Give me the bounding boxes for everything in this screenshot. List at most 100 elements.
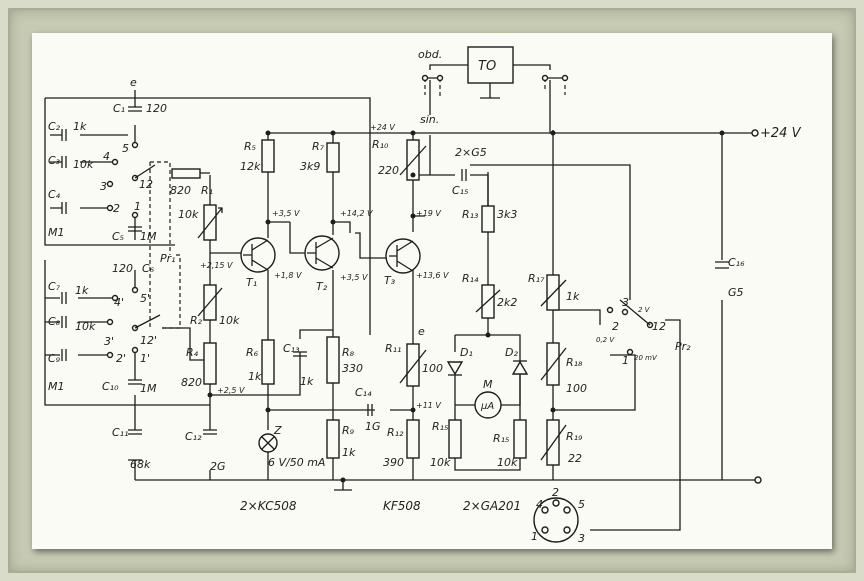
c11-value: 68k <box>130 458 151 471</box>
lamp-value: 6 V/50 mA <box>268 456 325 469</box>
transistor-t1 <box>240 237 276 273</box>
pr2-range-2v: 2 V <box>638 306 651 314</box>
pr2-contact-12: 12 <box>652 320 666 333</box>
c3-value: 10k <box>73 158 94 171</box>
r19-value: 22 <box>568 452 582 465</box>
r6-value: 1k <box>248 370 262 383</box>
r9-label: R₉ <box>342 424 355 437</box>
switch-contact-2p: 2' <box>116 352 126 365</box>
r4-label: R₄ <box>186 346 199 359</box>
r18-value: 100 <box>566 382 587 395</box>
r820-value: 820 <box>170 184 191 197</box>
voltage-8: +2,5 V <box>217 386 245 395</box>
diode-d1-label: D₁ <box>460 346 473 359</box>
footer-diodes: 2×GA201 <box>463 499 521 513</box>
obd-label: obd. <box>418 48 442 61</box>
switch-contact-2: 2 <box>113 202 120 215</box>
pr2-contact-3: 3 <box>622 296 629 309</box>
voltage-3: +14,2 V <box>340 209 373 218</box>
switch-contact-4: 4 <box>103 150 110 163</box>
footer-kf508: KF508 <box>383 499 421 513</box>
meter-unit: μA <box>480 401 494 412</box>
switch-contact-1: 1 <box>134 200 141 213</box>
c1-label: C₁ <box>113 102 125 115</box>
voltage-6: +13,6 V <box>416 271 449 280</box>
r6-label: R₆ <box>246 346 259 359</box>
r10-label: R₁₀ <box>372 138 389 151</box>
switch-contact-3p: 3' <box>104 335 114 348</box>
resistor-r4 <box>203 342 217 385</box>
t3-label: T₃ <box>384 274 396 287</box>
resistor-r5 <box>261 139 275 173</box>
schematic-sheet <box>32 33 832 549</box>
switch-contact-5p: 5' <box>140 292 150 305</box>
switch-contact-5: 5 <box>122 142 129 155</box>
supply-label: +24 V <box>760 126 802 141</box>
resistor-r13 <box>481 205 495 233</box>
r12-label: R₁₂ <box>387 426 404 439</box>
c7-label: C₇ <box>48 280 61 293</box>
r1-label: R₁ <box>201 184 213 197</box>
rail-label: +24 V <box>370 123 395 132</box>
voltage-1: +3,5 V <box>272 209 300 218</box>
resistor-r15b <box>513 419 527 459</box>
transistor-t3 <box>385 238 421 274</box>
node-e-bottom: e <box>418 325 425 338</box>
r15a-label: R₁₅ <box>432 420 448 433</box>
r15b-value: 10k <box>497 456 518 469</box>
r10-value: 220 <box>378 164 399 177</box>
r14-label: R₁₄ <box>462 272 479 285</box>
t1-label: T₁ <box>246 276 257 289</box>
microammeter <box>474 391 502 419</box>
connector-pin-5: 5 <box>578 498 585 511</box>
r5-label: R₅ <box>244 140 256 153</box>
c3-label: C₃ <box>48 154 61 167</box>
r2-value: 10k <box>219 314 240 327</box>
r7-value: 3k9 <box>300 160 320 173</box>
c10-value: 1M <box>140 382 157 395</box>
resistor-r9 <box>326 419 340 459</box>
resistor-r7 <box>326 142 340 173</box>
pr2-range-20mv: 20 mV <box>634 354 658 362</box>
r14-value: 2k2 <box>497 296 517 309</box>
resistor-r15a <box>448 419 462 459</box>
resistor-820 <box>171 168 201 179</box>
c6-label: C₆ <box>142 262 155 275</box>
c2-label: C₂ <box>48 120 61 133</box>
pr2-range-02v: 0,2 V <box>596 336 615 344</box>
c9-label: C₉ <box>48 352 61 365</box>
c11-label: C₁₁ <box>112 426 129 439</box>
c10-label: C₁₀ <box>102 380 119 393</box>
c14-value: 1G <box>365 420 381 433</box>
switch-contact-3: 3 <box>100 180 107 193</box>
pr2-contact-2: 2 <box>612 320 619 333</box>
r17-label: R₁₇ <box>528 272 545 285</box>
c9-value: M1 <box>48 380 65 393</box>
r12-value: 390 <box>383 456 404 469</box>
connector-pin-2: 2 <box>552 486 559 499</box>
node-e-top: e <box>130 76 137 89</box>
switch-contact-1p: 1' <box>140 352 150 365</box>
c2-value: 1k <box>73 120 87 133</box>
switch-contact-12p: 12' <box>140 334 157 347</box>
pr2-contact-1: 1 <box>622 354 629 367</box>
voltage-2: +1,8 V <box>274 271 302 280</box>
r13-value: 3k3 <box>497 208 517 221</box>
r1-value: 10k <box>178 208 199 221</box>
r15b-label: R₁₅ <box>493 432 509 445</box>
switch-contact-12: 12 <box>139 178 153 191</box>
c5-value: 1M <box>140 230 157 243</box>
r8-value: 330 <box>342 362 363 375</box>
r7-label: R₇ <box>312 140 325 153</box>
pr2-label: Pr₂ <box>675 340 691 353</box>
diode-d2-label: D₂ <box>505 346 518 359</box>
r15a-value: 10k <box>430 456 451 469</box>
c5-label: C₅ <box>112 230 124 243</box>
r17-value: 1k <box>566 290 580 303</box>
resistor-r17 <box>546 274 560 311</box>
components <box>61 46 729 543</box>
c6-value: 120 <box>112 262 133 275</box>
c4-label: C₄ <box>48 188 61 201</box>
resistor-r6 <box>261 339 275 385</box>
